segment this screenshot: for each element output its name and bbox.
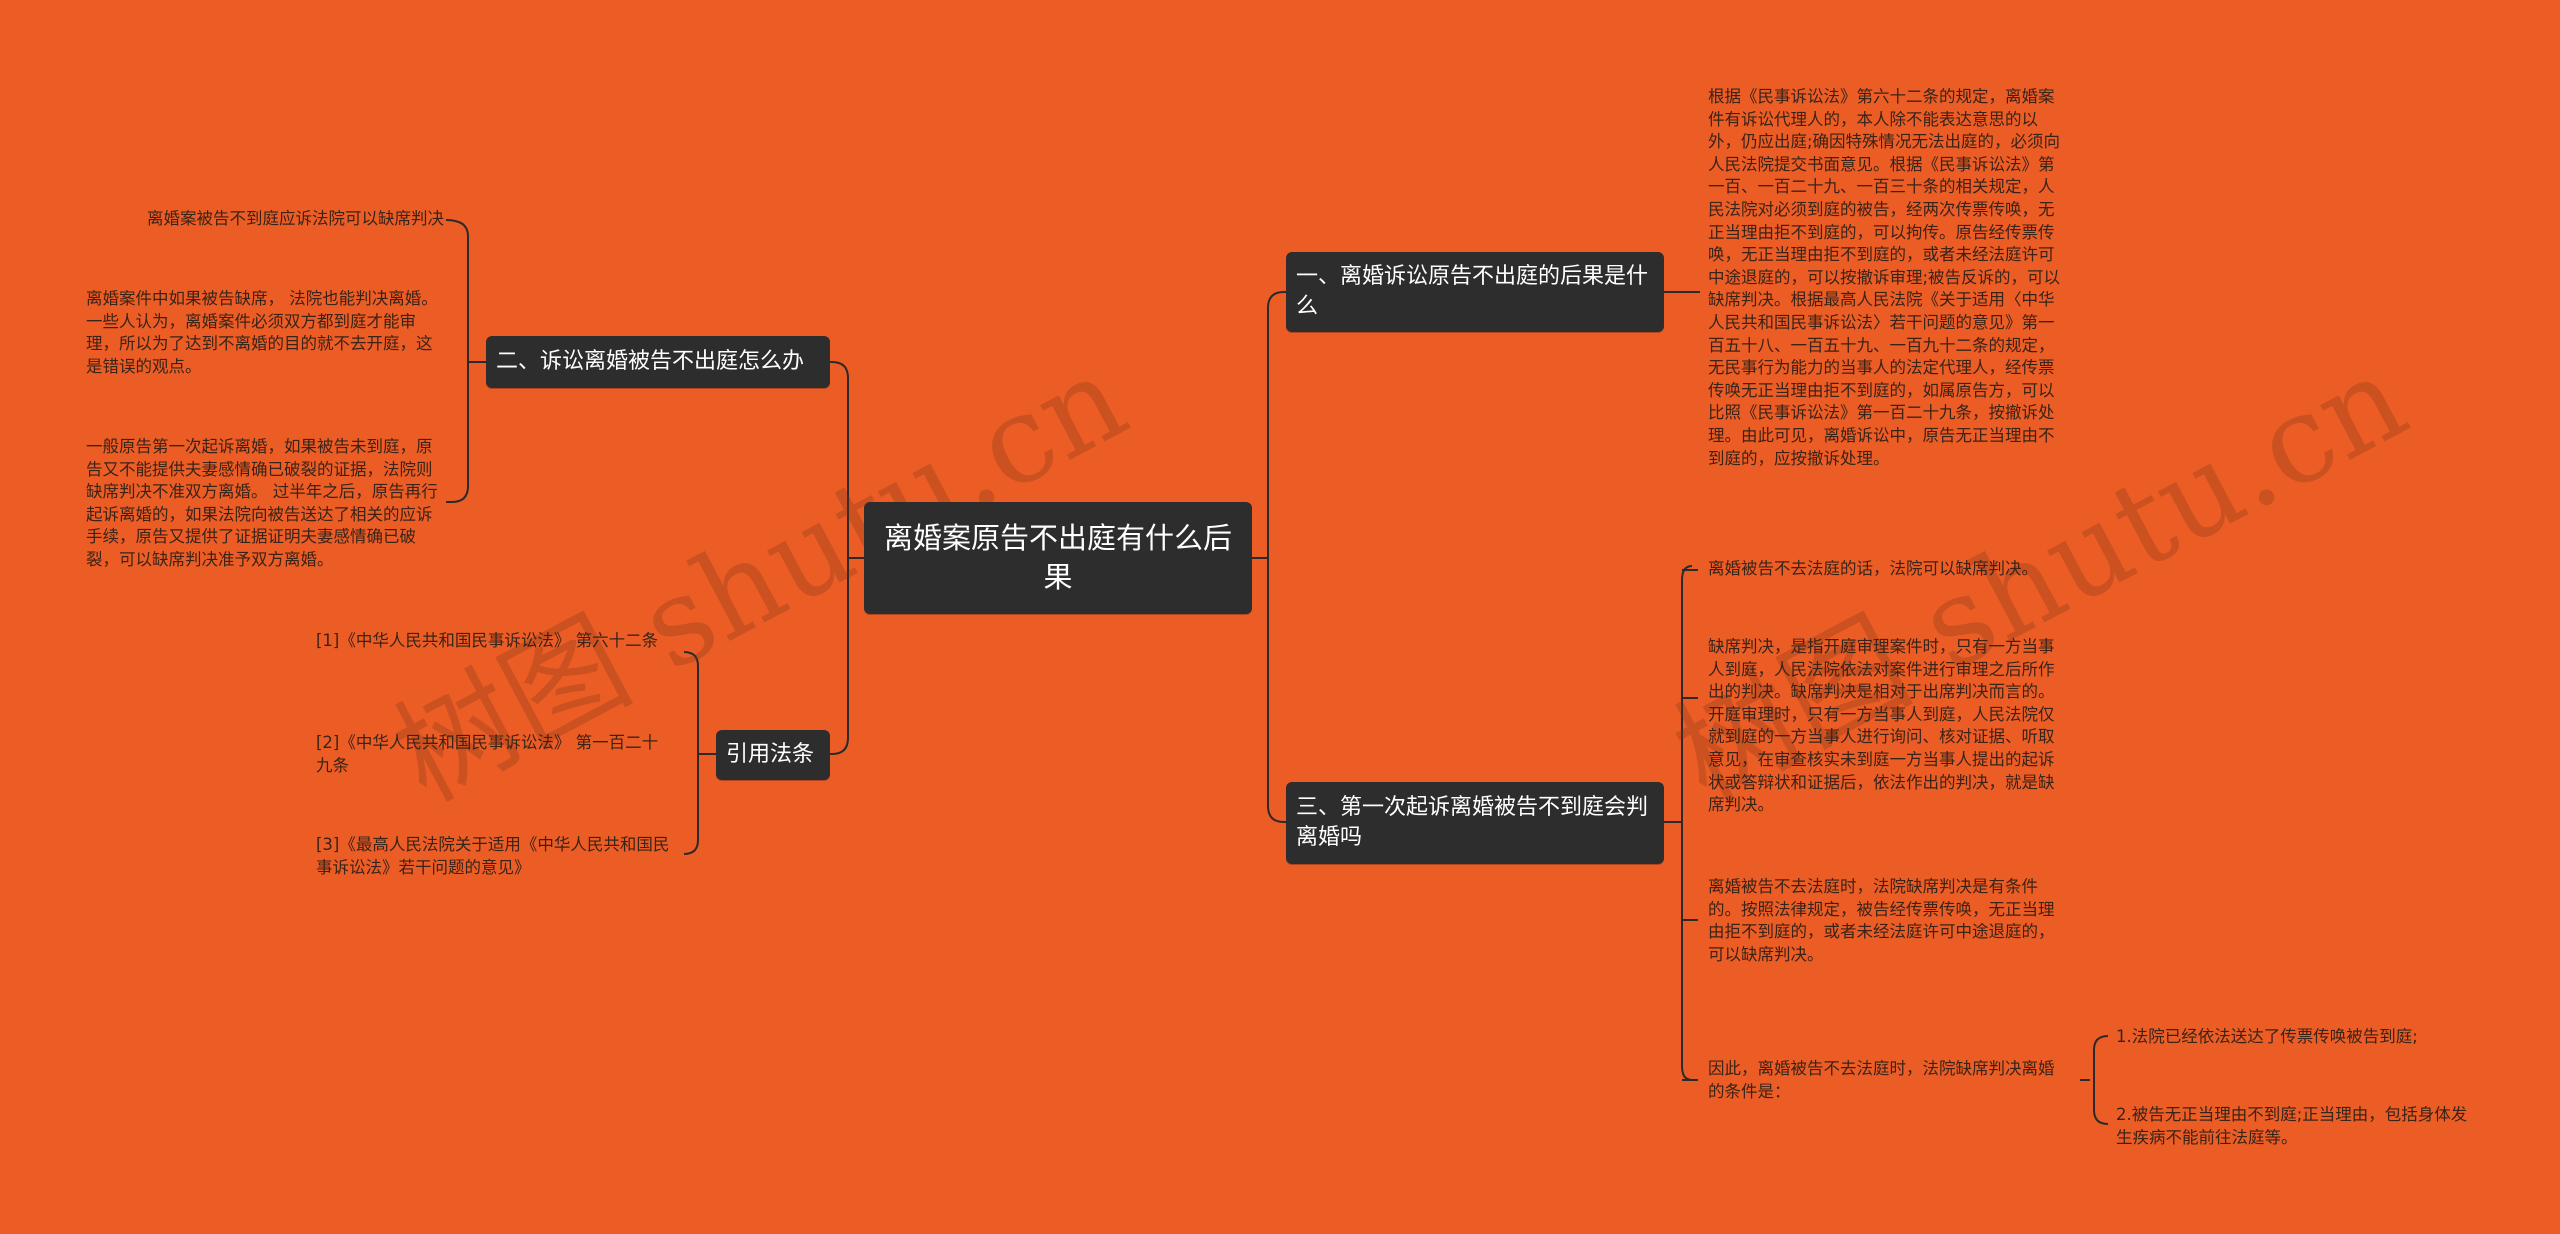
leaf-default-definition: 缺席判决，是指开庭审理案件时，只有一方当事人到庭，人民法院依法对案件进行审理之后… — [1708, 637, 2055, 815]
leaf-condition-no-reason: 2.被告无正当理由不到庭;正当理由，包括身体发生疾病不能前往法庭等。 — [2116, 1105, 2468, 1147]
link-root-b4 — [830, 557, 864, 755]
branch-consequences[interactable]: 一、离婚诉讼原告不出庭的后果是什么 — [1286, 252, 1664, 332]
leaf-refiling: 一般原告第一次起诉离婚，如果被告未到庭，原告又不能提供夫妻感情确已破裂的证据，法… — [86, 437, 438, 569]
leaf-citation-1: [1]《中华人民共和国民事诉讼法》 第六十二条 — [316, 631, 659, 650]
link-root-b3 — [1252, 557, 1286, 823]
branch-defendant-absent[interactable]: 二、诉讼离婚被告不出庭怎么办 — [486, 336, 830, 388]
branch-first-filing[interactable]: 三、第一次起诉离婚被告不到庭会判离婚吗 — [1286, 782, 1664, 864]
branch-consequences-label: 一、离婚诉讼原告不出庭的后果是什么 — [1296, 264, 1649, 319]
leaf-conditions-intro: 因此，离婚被告不去法庭时，法院缺席判决离婚的条件是： — [1708, 1059, 2055, 1101]
branch-cited-law-label: 引用法条 — [726, 742, 815, 767]
leaf-court-default: 离婚被告不去法庭的话，法院可以缺席判决。 — [1708, 559, 2038, 578]
link-b3-bracket — [1681, 565, 1693, 1081]
link-root-b1 — [1252, 291, 1286, 559]
link-b4-bracket — [683, 651, 699, 855]
branch-defendant-absent-label: 二、诉讼离婚被告不出庭怎么办 — [496, 349, 805, 374]
leaf-citation-2: [2]《中华人民共和国民事诉讼法》 第一百二十九条 — [316, 733, 659, 775]
leaf-condition-summons: 1.法院已经依法送达了传票传唤被告到庭; — [2116, 1027, 2418, 1046]
central-topic[interactable]: 离婚案原告不出庭有什么后果 — [864, 502, 1252, 614]
link-root-b2 — [830, 361, 864, 559]
branch-first-filing-label: 三、第一次起诉离婚被告不到庭会判离婚吗 — [1296, 795, 1649, 850]
leaf-default-conditions: 离婚被告不去法庭时，法院缺席判决是有条件的。按照法律规定，被告经传票传唤，无正当… — [1708, 877, 2055, 964]
link-b34-bracket — [2080, 1035, 2109, 1125]
leaf-citation-3: [3]《最高人民法院关于适用《中华人民共和国民事诉讼法》若干问题的意见》 — [316, 835, 670, 877]
leaf-default-judgment: 离婚案被告不到庭应诉法院可以缺席判决 — [147, 209, 444, 228]
leaf-consequences-text: 根据《民事诉讼法》第六十二条的规定，离婚案件有诉讼代理人的，本人除不能表达意思的… — [1708, 87, 2061, 468]
central-topic-label: 离婚案原告不出庭有什么后果 — [883, 521, 1232, 594]
link-b2-bracket — [445, 219, 469, 503]
leaf-absent-misconception: 离婚案件中如果被告缺席， 法院也能判决离婚。一些人认为，离婚案件必须双方都到庭才… — [86, 289, 438, 376]
branch-cited-law[interactable]: 引用法条 — [716, 730, 830, 780]
